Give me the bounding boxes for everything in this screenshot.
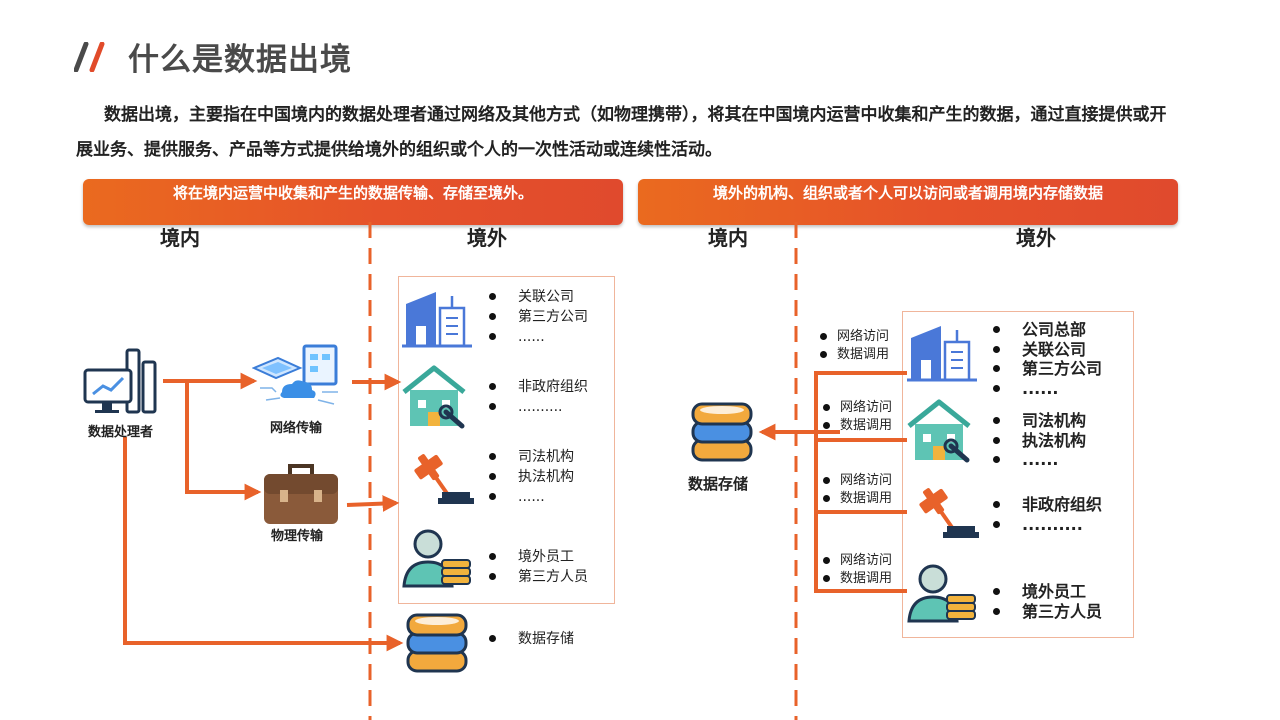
left-group-list-3: 司法机构 执法机构 ...... [488,447,574,507]
access-label-2: 网络访问 数据调用 [822,399,892,435]
list-item: 数据调用 [822,570,892,588]
database-storage-icon [406,613,468,673]
house-wrench-icon [402,365,466,429]
gavel-icon [919,488,979,538]
network-transfer-label: 网络传输 [270,421,323,436]
right-group-list-2: 司法机构 执法机构 ...... [992,411,1086,470]
gavel-icon [414,454,474,504]
right-group-list-4: 境外员工 第三方人员 [992,582,1102,621]
left-banner: 将在境内运营中收集和产生的数据传输、存储至境外。 [83,179,623,225]
data-processor-icon [83,348,157,414]
list-item: 关联公司 [488,287,588,307]
person-coins-icon [907,564,976,623]
list-item: ...... [488,327,588,347]
list-item: 第三方公司 [992,359,1102,379]
list-item: 网络访问 [822,552,892,570]
network-transfer-icon [252,344,338,405]
list-item: 数据调用 [819,346,889,364]
list-item: 司法机构 [992,411,1086,431]
right-storage-label: 数据存储 [688,475,749,493]
list-item: 数据存储 [488,629,574,649]
left-group-list-1: 关联公司 第三方公司 ...... [488,287,588,347]
list-item: ...... [992,450,1086,470]
access-label-4: 网络访问 数据调用 [822,552,892,588]
building-icon [907,326,977,382]
intro-paragraph: 数据出境，主要指在中国境内的数据处理者通过网络及其他方式（如物理携带），将其在中… [76,105,1167,160]
left-zone-outside: 境外 [467,226,507,250]
list-item: 公司总部 [992,320,1102,340]
briefcase-icon [264,464,338,524]
list-item: 网络访问 [822,399,892,417]
list-item: ...... [992,379,1102,399]
list-item: 执法机构 [992,431,1086,451]
list-item: 第三方人员 [488,567,588,587]
person-coins-icon [402,529,471,588]
physical-transfer-label: 物理传输 [271,529,324,544]
left-group-list-4: 境外员工 第三方人员 [488,547,588,587]
title-slash-icon [74,42,105,72]
list-item: .......... [488,397,588,417]
right-zone-inside: 境内 [708,226,748,250]
right-zone-outside: 境外 [1016,226,1056,250]
left-zone-inside: 境内 [160,226,200,250]
list-item: 境外员工 [488,547,588,567]
right-group-list-1: 公司总部 关联公司 第三方公司 ...... [992,320,1102,398]
list-item: 数据调用 [822,417,892,435]
list-item: 关联公司 [992,340,1102,360]
list-item: 非政府组织 [992,495,1102,515]
access-label-3: 网络访问 数据调用 [822,472,892,508]
list-item: 数据调用 [822,490,892,508]
database-storage-icon [691,402,753,462]
right-banner: 境外的机构、组织或者个人可以访问或者调用境内存储数据 [638,179,1178,225]
list-item: 境外员工 [992,582,1102,602]
list-item: 非政府组织 [488,377,588,397]
list-item: 第三方人员 [992,602,1102,622]
list-item: 网络访问 [819,328,889,346]
access-label-1: 网络访问 数据调用 [819,328,889,364]
list-item: 第三方公司 [488,307,588,327]
left-group-list-2: 非政府组织 .......... [488,377,588,417]
left-storage-list: 数据存储 [488,629,574,649]
list-item: .......... [992,515,1102,535]
right-group-list-3: 非政府组织 .......... [992,495,1102,534]
house-wrench-icon [907,399,971,463]
list-item: ...... [488,487,574,507]
source-label: 数据处理者 [88,425,154,440]
list-item: 司法机构 [488,447,574,467]
page-title: 什么是数据出境 [128,42,352,78]
building-icon [402,292,472,348]
list-item: 执法机构 [488,467,574,487]
list-item: 网络访问 [822,472,892,490]
